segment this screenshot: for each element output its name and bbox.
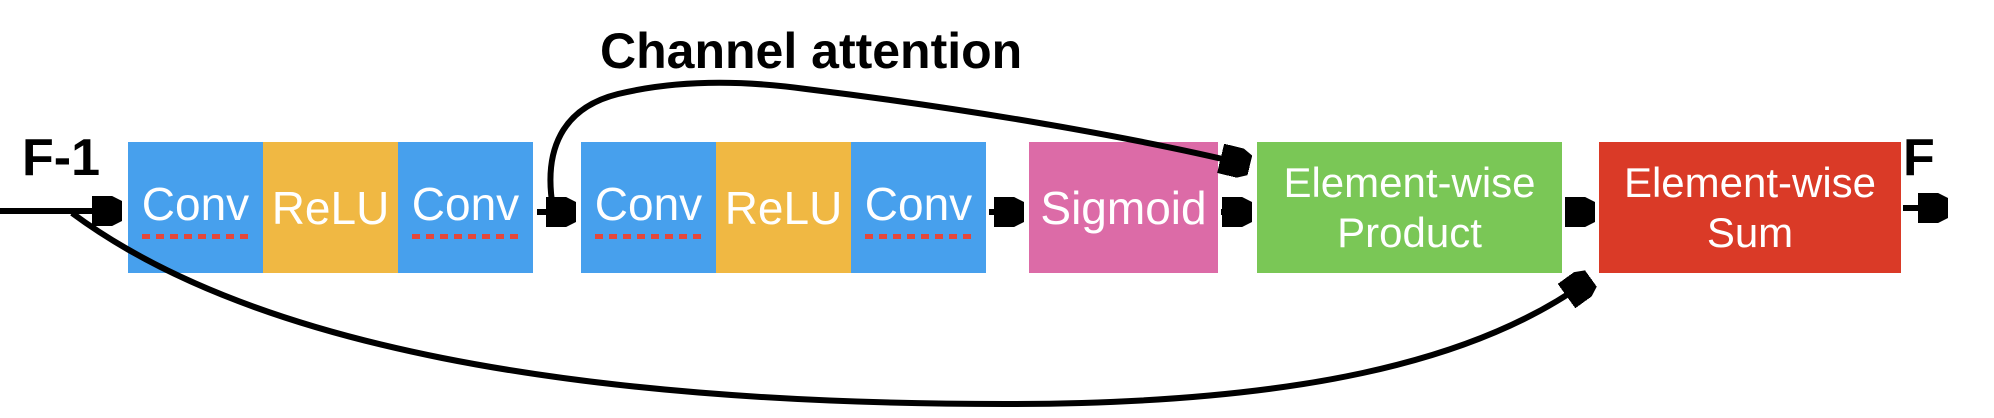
sigmoid-label: Sigmoid [1040,181,1207,234]
element-wise-product-block: Element-wise Product [1257,142,1562,273]
conv-relu-conv-group-2: Conv ReLU Conv [581,142,986,273]
sigmoid-block: Sigmoid [1029,142,1218,273]
relu-label: ReLU [724,181,843,234]
conv-label: Conv [594,176,703,239]
conv-block: Conv [581,142,716,273]
conv-label: Conv [411,176,520,239]
conv-block: Conv [128,142,263,273]
conv-label: Conv [141,176,250,239]
sum-label-line2: Sum [1706,208,1794,256]
conv-block: Conv [851,142,986,273]
input-feature-label: F-1 [22,129,100,187]
conv-block: Conv [398,142,533,273]
relu-block: ReLU [716,142,851,273]
output-feature-label: F [1903,129,1935,187]
element-wise-sum-block: Element-wise Sum [1599,142,1901,273]
diagram-title: Channel attention [600,23,1023,79]
conv-relu-conv-group-1: Conv ReLU Conv [128,142,533,273]
relu-label: ReLU [271,181,390,234]
relu-block: ReLU [263,142,398,273]
product-label-line2: Product [1337,208,1482,256]
sum-label-line1: Element-wise [1623,158,1877,206]
conv-label: Conv [864,176,973,239]
product-label-line1: Element-wise [1283,158,1536,206]
